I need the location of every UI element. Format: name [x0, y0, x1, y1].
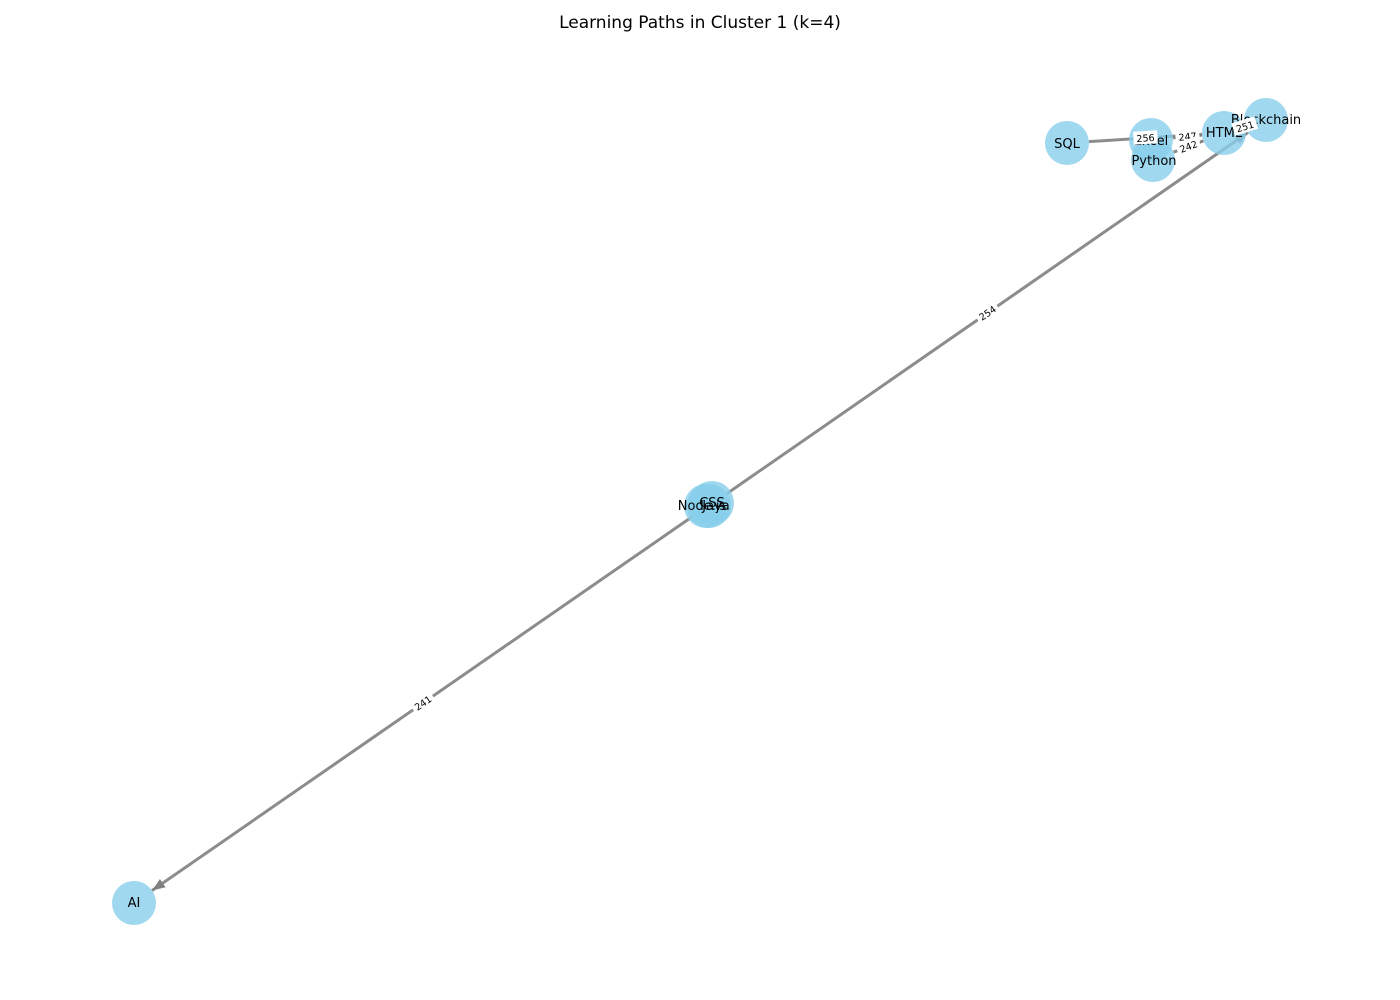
node-python	[1131, 138, 1175, 182]
node-nodejs	[684, 484, 728, 528]
node-ai	[112, 881, 156, 925]
edge-weight-box	[973, 300, 1001, 325]
edge-weight-box	[1133, 130, 1158, 145]
node-sql	[1045, 121, 1089, 165]
edge-weight-text: 251	[1235, 120, 1256, 136]
node-label-java: Java	[701, 499, 729, 514]
graph-title: Learning Paths in Cluster 1 (k=4)	[559, 13, 841, 33]
edge-weight-label: 251	[1231, 116, 1259, 136]
node-label-nodejs: Node.js	[678, 499, 727, 514]
edge-weight-box	[1174, 135, 1202, 157]
edge-weight-text: 256	[1136, 133, 1155, 145]
edge-weight-box	[1231, 116, 1259, 136]
node-blockchain	[1244, 98, 1288, 142]
node-label-css: CSS	[699, 496, 725, 511]
nodes-layer	[112, 98, 1288, 925]
node-labels-layer: SQLExcelPythonHTMLBlockchainCSSJavaNode.…	[128, 113, 1302, 911]
edge-weight-box	[409, 690, 437, 715]
edge-weight-label: 256	[1133, 130, 1158, 145]
node-label-sql: SQL	[1054, 137, 1080, 152]
node-label-ai: AI	[128, 896, 141, 911]
node-label-python: Python	[1131, 154, 1176, 169]
node-html	[1202, 111, 1246, 155]
